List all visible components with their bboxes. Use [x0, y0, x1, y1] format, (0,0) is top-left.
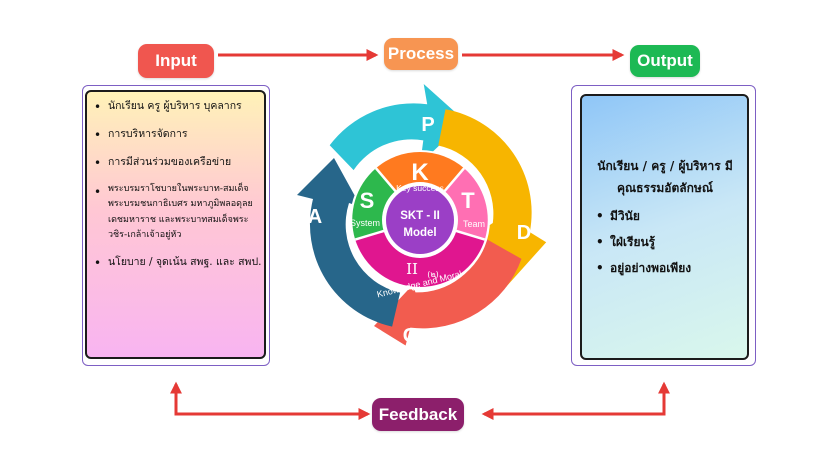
center-title-line1: SKT - II — [400, 210, 440, 222]
wheel-letter-t: T — [461, 188, 475, 213]
process-label: Process — [387, 44, 455, 63]
output-label: Output — [637, 51, 693, 70]
input-item: การมีส่วนร่วมของเครือข่าย — [92, 154, 262, 173]
cycle-letter-c: C — [403, 325, 417, 347]
wheel-text-system: System — [350, 218, 380, 228]
input-item: พระบรมราโชบายในพระบาท-สมเด็จพระบรมชนกาธิ… — [92, 182, 262, 243]
center-circle — [386, 186, 454, 254]
feedback-label: Feedback — [378, 404, 458, 424]
input-pill: Input — [138, 44, 214, 78]
output-pill: Output — [630, 45, 700, 77]
wheel-letter-k: K — [411, 159, 429, 186]
output-list: มีวินัย ใฝ่เรียนรู้ อยู่อย่างพอเพียง — [594, 209, 691, 287]
output-item: ใฝ่เรียนรู้ — [594, 235, 691, 250]
feedback-right-arrow — [481, 381, 670, 420]
cycle-letter-d: D — [517, 222, 531, 244]
cycle-letter-a: A — [308, 206, 322, 228]
cycle-arrow-c — [374, 238, 522, 346]
output-title: นักเรียน / ครู / ผู้บริหาร มีคุณธรรมอัตล… — [597, 159, 733, 196]
input-item: การบริหารจัดการ — [92, 126, 262, 145]
wheel-letter-s: S — [360, 188, 375, 213]
process-pill: Process — [384, 38, 458, 70]
cycle-arrow-p — [329, 84, 465, 171]
wheel-letter-ii: II — [406, 260, 418, 278]
feedback-left-arrow — [170, 381, 371, 420]
output-item: อยู่อย่างพอเพียง — [594, 261, 691, 276]
wheel-text-team: Team — [463, 219, 485, 229]
cycle-arrow-d — [438, 109, 547, 287]
output-item: มีวินัย — [594, 209, 691, 224]
cycle-arrow-a — [297, 158, 401, 327]
input-label: Input — [155, 51, 197, 70]
wheel-text-key-success: Key success — [396, 183, 444, 193]
cycle-letter-p: P — [421, 114, 434, 136]
input-item: นโยบาย / จุดเน้น สพฐ. และ สพป. — [92, 254, 262, 273]
input-item: นักเรียน ครู ผู้บริหาร บุคลากร — [92, 98, 262, 117]
output-box — [580, 94, 749, 360]
feedback-pill: Feedback — [372, 398, 464, 431]
input-list: นักเรียน ครู ผู้บริหาร บุคลากร การบริหาร… — [92, 98, 262, 282]
center-title-line2: Model — [403, 227, 436, 239]
wheel-ii-sub: (๒) — [427, 270, 439, 279]
